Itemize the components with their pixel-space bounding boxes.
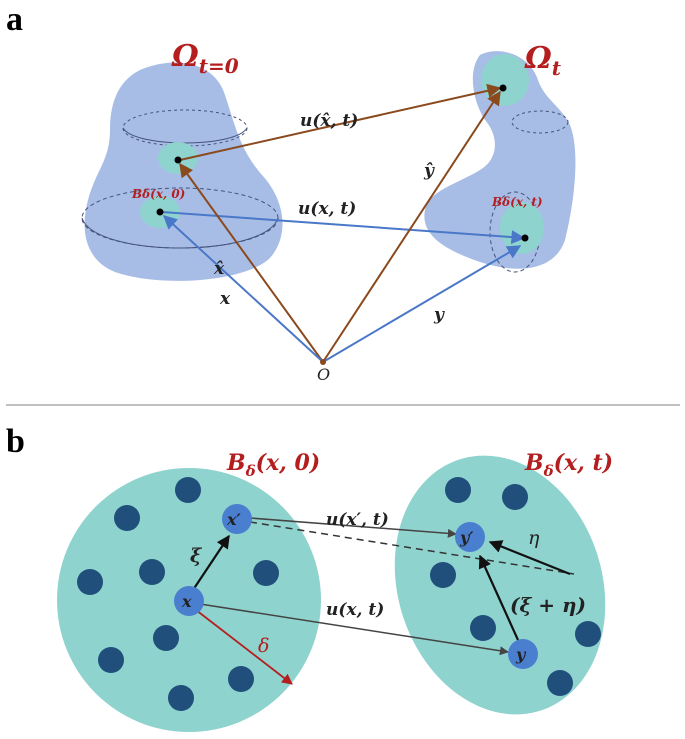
teal-ball-yhat-t <box>481 54 529 106</box>
node-y: y <box>508 639 538 669</box>
label-u-xprime: u(x′, t) <box>326 510 389 530</box>
label-bdelta-x0: Bδ(x, 0) <box>131 187 185 201</box>
arrow-xprime-dashed <box>249 521 575 575</box>
label-xi: ξ <box>190 545 203 567</box>
teal-ball-y-t <box>500 202 544 254</box>
left-ball-title: Bδ(x, 0) <box>226 450 320 480</box>
label-y: y <box>433 305 445 325</box>
label-xi-eta: (ξ + η) <box>510 593 586 617</box>
arrow-y <box>322 245 522 363</box>
node-y-label: y <box>515 645 527 664</box>
arrow-u-x <box>161 211 526 245</box>
point-x <box>156 208 164 216</box>
arrow-xhat <box>179 162 324 363</box>
arrow-xi <box>192 534 230 591</box>
right-neighbor-dots <box>430 477 601 696</box>
arrow-delta <box>195 609 293 685</box>
label-u-x-b: u(x, t) <box>326 600 384 620</box>
arrow-xi-eta <box>478 554 520 641</box>
label-origin: O <box>317 365 330 384</box>
omega-t0-bottom-ellipse-front <box>81 217 279 249</box>
node-xprime: x′ <box>222 504 252 534</box>
omega-t0-title: Ωt=0 <box>171 39 239 78</box>
label-xhat: x̂ <box>213 259 225 279</box>
right-ball-title: Bδ(x, t) <box>524 450 613 480</box>
point-y <box>521 234 529 242</box>
label-yhat: ŷ <box>423 161 435 181</box>
point-yhat <box>499 84 507 92</box>
label-eta: η <box>528 527 540 549</box>
arrow-u-xhat <box>179 83 502 161</box>
omega-t-title: Ωt <box>524 41 562 80</box>
node-x: x <box>174 586 204 616</box>
ball-right-ellipse <box>394 455 606 715</box>
label-u-xhat: u(x̂, t) <box>300 111 358 131</box>
arrow-yhat <box>322 90 501 363</box>
left-neighbor-dots <box>77 477 279 711</box>
arrow-u-x-b <box>199 603 509 656</box>
label-u-x: u(x, t) <box>298 199 356 219</box>
label-delta: δ <box>258 635 269 657</box>
node-x-label: x <box>181 592 192 611</box>
omega-t0-top-ellipse-front <box>122 127 248 144</box>
panel-a-letter: a <box>6 1 23 38</box>
label-x: x <box>219 289 231 309</box>
arrow-eta <box>488 540 571 576</box>
panel-b-letter: b <box>6 423 25 460</box>
node-xprime-label: x′ <box>226 510 242 529</box>
point-origin <box>320 359 326 365</box>
node-yprime: y′ <box>455 522 485 552</box>
omega-t-top-ellipse <box>511 110 569 134</box>
point-xhat <box>174 156 182 164</box>
arrow-u-xprime <box>249 517 457 538</box>
node-yprime-label: y′ <box>459 528 474 547</box>
arrow-x <box>162 215 324 363</box>
label-bdelta-xt: Bδ(x, t) <box>491 195 543 209</box>
